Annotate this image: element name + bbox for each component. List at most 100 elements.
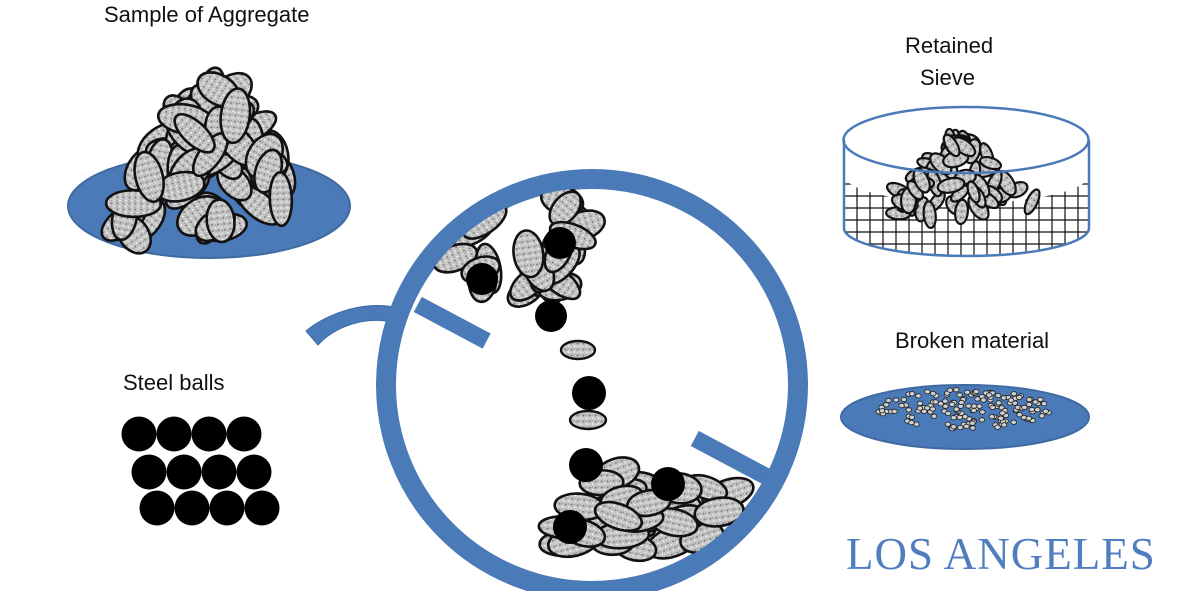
fine-particle <box>950 415 957 421</box>
aggregate-stone <box>953 198 970 226</box>
fine-particle <box>908 419 915 426</box>
fine-particle <box>1000 395 1007 401</box>
fine-particle <box>916 405 924 411</box>
fine-particle <box>994 424 1001 430</box>
steel-ball-icon <box>236 454 272 490</box>
fine-particle <box>953 406 960 412</box>
aggregate-stone <box>219 87 252 145</box>
retained-sieve-group <box>842 105 1091 258</box>
aggregate-stone <box>1023 188 1041 216</box>
steel-ball-icon <box>131 454 167 490</box>
fine-particle <box>969 420 976 426</box>
label-broken-material: Broken material <box>895 328 1050 353</box>
sieve-rim <box>842 105 1090 175</box>
fine-particle <box>970 407 977 414</box>
aggregate-stone <box>205 198 236 244</box>
aggregate-pile <box>100 66 297 255</box>
fine-particle <box>930 413 938 419</box>
fine-particle <box>985 392 993 398</box>
steel-ball-icon <box>569 448 603 482</box>
fine-particle <box>929 390 937 397</box>
fine-particle <box>958 399 965 406</box>
fine-particle <box>956 392 963 398</box>
fine-particle <box>1042 408 1049 414</box>
aggregate-stone <box>966 180 981 204</box>
fine-particle <box>891 408 898 414</box>
aggregate-stone <box>978 155 1003 171</box>
steel-ball-icon <box>191 416 227 452</box>
fine-particle <box>950 424 957 430</box>
steel-ball-icon <box>544 227 576 259</box>
fine-particle <box>963 423 970 429</box>
fine-particle <box>1000 422 1008 428</box>
drum-shelf-bottom <box>690 430 779 489</box>
steel-ball-icon <box>535 300 567 332</box>
fine-particle <box>1040 401 1048 407</box>
fine-particle <box>956 414 963 420</box>
fine-particle <box>980 397 987 403</box>
fine-particle <box>946 387 954 393</box>
fine-particle <box>1026 396 1033 403</box>
steel-balls-group <box>121 416 280 526</box>
fine-particle <box>1025 401 1033 408</box>
drum-aggregate-top <box>432 188 606 332</box>
fine-particle <box>1007 397 1015 403</box>
fine-particle <box>944 410 952 416</box>
aggregate-stone <box>922 200 937 230</box>
steel-ball-icon <box>209 490 245 526</box>
aggregate-stone <box>559 339 597 361</box>
fine-particle <box>942 403 949 409</box>
aggregate-stone <box>268 171 294 228</box>
fine-particle <box>1038 413 1046 419</box>
fine-particle <box>1032 399 1039 405</box>
fine-particle <box>995 400 1002 406</box>
fine-particle <box>1010 391 1018 397</box>
steel-ball-icon <box>553 510 587 544</box>
fine-particle <box>916 400 924 406</box>
steel-ball-icon <box>244 490 280 526</box>
fine-particle <box>961 414 969 420</box>
fine-particle <box>995 392 1002 399</box>
steel-ball-icon <box>466 263 498 295</box>
label-steel-balls: Steel balls <box>123 370 225 395</box>
fine-particle <box>942 398 949 404</box>
broken-material-group <box>840 384 1090 450</box>
drum-aggregate-bottom <box>537 456 755 563</box>
fine-particle <box>1028 406 1035 413</box>
label-sample-of-aggregate: Sample of Aggregate <box>104 2 310 27</box>
steel-ball-icon <box>166 454 202 490</box>
aggregate-stone <box>512 229 545 279</box>
retained-aggregate-pile <box>885 127 1041 230</box>
fine-particle <box>974 396 981 402</box>
aggregate-stone <box>936 176 966 194</box>
fine-particle <box>908 414 916 420</box>
fine-particle <box>915 393 922 399</box>
fine-particle <box>1021 404 1028 410</box>
fine-particle <box>973 388 980 395</box>
aggregate-stone <box>173 113 216 154</box>
label-retained: Retained <box>905 33 994 58</box>
steel-ball-icon <box>226 416 262 452</box>
aggregate-stone <box>942 133 961 158</box>
aggregate-stone <box>693 496 745 528</box>
sample-plate-group <box>67 66 351 259</box>
fine-particle <box>932 399 939 405</box>
steel-ball-icon <box>139 490 175 526</box>
broken-material-pile <box>875 387 1052 432</box>
fine-particle <box>1034 407 1041 413</box>
fine-particle <box>1025 415 1032 421</box>
fine-particle <box>885 397 892 404</box>
fine-particle <box>900 396 908 403</box>
aggregate-stone <box>133 150 165 204</box>
fine-particle <box>1010 419 1017 425</box>
fine-particle <box>929 406 936 412</box>
label-sieve: Sieve <box>920 65 976 90</box>
fine-particle <box>997 415 1004 421</box>
fine-particle <box>908 391 916 397</box>
aggregate-stone <box>568 409 608 431</box>
fine-particle <box>883 402 890 408</box>
fine-particle <box>964 389 971 395</box>
fine-particle <box>999 410 1006 416</box>
fine-particle <box>988 414 996 420</box>
